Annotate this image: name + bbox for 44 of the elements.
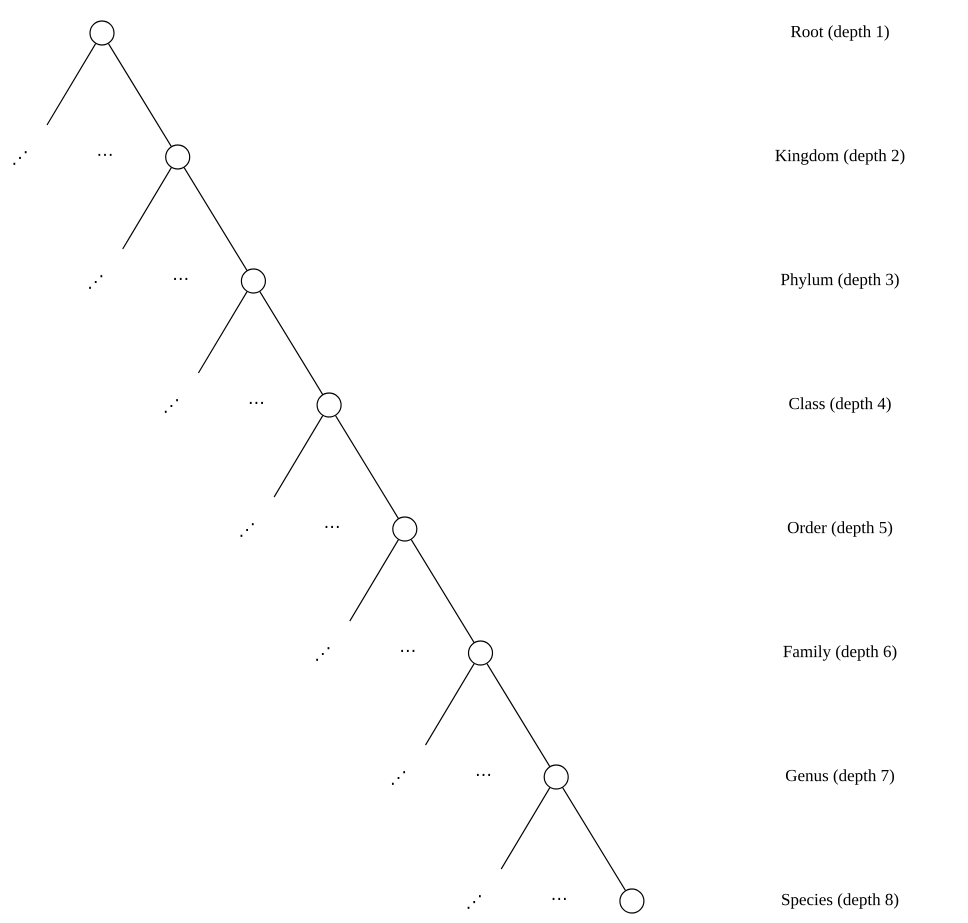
tree-node [392,516,418,542]
ellipsis: ⋰ [468,895,481,909]
tree-edge [108,43,172,147]
tree-node [468,640,494,666]
ellipsis: ⋰ [164,399,178,413]
depth-label: Genus (depth 7) [786,769,894,785]
branch-line [349,540,399,622]
tree-edge [486,663,550,767]
tree-edge [259,291,324,395]
depth-label: Species (depth 8) [782,893,898,909]
ellipsis: ⋯ [98,154,112,156]
depth-label: Phylum (depth 3) [781,273,899,289]
tree-node [240,268,266,294]
ellipsis: ⋰ [240,523,254,537]
tree-edge [335,415,399,519]
branch-line [425,664,475,746]
depth-label: Kingdom (depth 2) [775,149,904,165]
branch-line [198,292,248,374]
ellipsis: ⋰ [89,275,102,289]
depth-label: Class (depth 4) [789,397,891,413]
branch-line [274,416,324,498]
branch-line [122,168,172,250]
ellipsis: ⋯ [250,402,263,404]
ellipsis: ⋰ [316,647,330,661]
branch-line [500,788,550,870]
depth-label: Root (depth 1) [790,25,889,41]
ellipsis: ⋯ [326,526,339,528]
tree-edge [184,167,248,271]
ellipsis: ⋯ [552,898,566,900]
branch-line [46,44,96,126]
tree-edge [410,539,474,643]
ellipsis: ⋰ [13,151,27,165]
depth-label: Order (depth 5) [788,521,892,537]
ellipsis: ⋯ [476,774,490,776]
tree-edge [562,787,626,891]
tree-node [165,144,190,170]
tree-node [89,20,115,46]
tree-node [619,888,644,914]
ellipsis: ⋯ [401,650,414,652]
depth-label: Family (depth 6) [783,645,896,661]
ellipsis: ⋰ [392,771,406,785]
tree-node [316,392,342,418]
ellipsis: ⋯ [174,278,188,280]
tree-node [544,764,569,790]
